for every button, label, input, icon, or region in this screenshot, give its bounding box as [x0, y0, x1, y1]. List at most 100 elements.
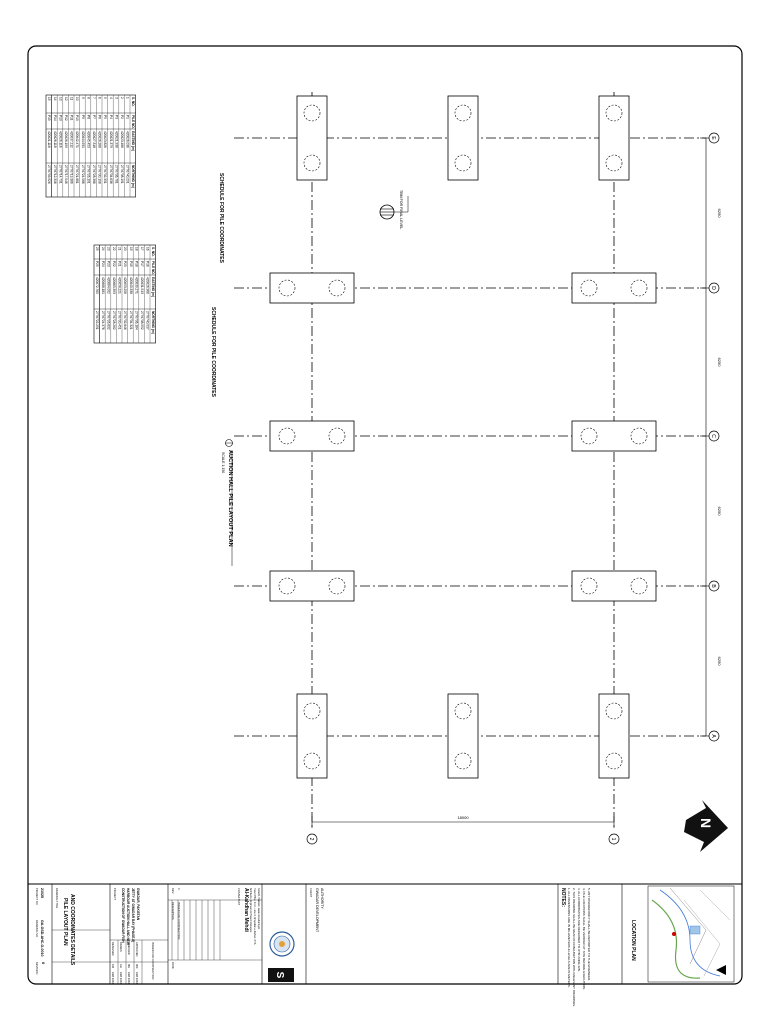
table-header-cell: NORTHING (m)	[131, 165, 135, 188]
svg-text:1: 1	[610, 838, 616, 841]
table-cell: P19	[129, 261, 133, 267]
table-cell: P5	[103, 115, 107, 119]
consultant-name: Al-Kahdhan Mehdi	[243, 888, 249, 932]
table-header-cell: NORTHING (m)	[151, 311, 155, 334]
table-cell: P20	[123, 261, 127, 267]
location-plan-map	[647, 885, 735, 983]
table-cell: 7	[92, 97, 96, 99]
note-item: 1. ALL DIMENSIONS ARE IN MILLIMETERS & L…	[567, 888, 571, 988]
pile-circle	[580, 427, 598, 445]
pile-circle	[454, 752, 472, 770]
table-cell: P22	[112, 261, 116, 267]
sign-row-initials: MM	[135, 964, 139, 968]
location-north-icon	[716, 965, 726, 975]
table-cell: 420639.271	[134, 277, 138, 294]
tbm-marker	[379, 196, 409, 220]
sign-row-role: CHECKED	[127, 942, 131, 955]
pile-circle	[278, 577, 296, 595]
north-arrow-icon: N	[684, 800, 728, 852]
pile-layout-plan: 6250 6250 6250 6250 18000 E D C B	[221, 92, 728, 852]
table-cell: 420642.471	[75, 131, 79, 148]
dim-ab: 6250	[717, 657, 722, 667]
plan-title-block	[225, 439, 233, 447]
grid-bubble-2: 2	[306, 833, 318, 845]
dim-bc: 6250	[717, 507, 722, 517]
table-cell: 2776712.316	[53, 165, 57, 184]
pile-cap	[447, 95, 479, 181]
consultant-logo-icon: S	[268, 968, 294, 982]
table-cell: 420660.393	[112, 277, 116, 294]
project-no-label: PROJECT NO.	[35, 888, 39, 906]
pile-cap	[269, 570, 355, 602]
project-name-line: JETTY AT GWADAR BAY (PHASE-II)	[131, 888, 135, 942]
table-cell: 22	[112, 247, 116, 251]
table-cell: 420672.760	[95, 277, 99, 294]
sign-row-date: FEB 2023	[135, 972, 139, 984]
drawing-title: PILE LAYOUT PLAN	[62, 898, 68, 946]
grid-bubble-d: D	[708, 282, 720, 294]
table-cell: 13	[58, 97, 62, 101]
consultant-line: Architects, Engineers & Project Managers	[249, 888, 252, 933]
table-cell: 420626.199	[64, 131, 68, 148]
table-header-cell: PILE NO.	[131, 115, 135, 129]
rev-header-rev: REV.	[171, 888, 175, 894]
table-cell: 15	[47, 97, 51, 101]
svg-text:B: B	[710, 584, 716, 588]
table-cell: 12	[64, 97, 68, 101]
grid-bubble-1: 1	[608, 833, 620, 845]
dim-cd: 6250	[717, 358, 722, 368]
grid-bubble-b: B	[708, 580, 720, 592]
pile-circle	[454, 702, 472, 720]
svg-text:D: D	[710, 286, 716, 290]
pile-circle	[328, 577, 346, 595]
note-item: 3. ALL COORDINATES ARE REFERRED TO UTM Z…	[577, 888, 581, 972]
table-cell: P14	[53, 115, 57, 121]
table-cell: 2776726.191	[86, 165, 90, 184]
table-cell: 3	[114, 97, 118, 99]
sign-row-initials: KM	[111, 964, 115, 968]
table-cell: 2776732.331	[103, 165, 107, 184]
client-label: CLIENT	[309, 888, 313, 898]
table-cell: P11	[70, 115, 74, 121]
table-cell: 2776730.451	[118, 311, 122, 330]
table-cell: 420664.002	[106, 277, 110, 294]
table-cell: 420626.118	[53, 131, 57, 148]
table-cell: 420658.221	[118, 277, 122, 294]
pile-cap	[571, 272, 657, 304]
grid-bubble-a: A	[708, 730, 720, 742]
table-cell: P7	[92, 115, 96, 119]
pile-circle	[328, 279, 346, 297]
consultant-line: Head Office: 14-C, Lane 3, Khayaban-e-It…	[253, 888, 256, 945]
drawing-title-line2: AND COORDINATES DETAILS	[69, 894, 75, 966]
table-cell: 11	[70, 97, 74, 101]
notes-heading: NOTES:	[560, 888, 566, 907]
pile-circle	[303, 702, 321, 720]
table-cell: 420637.212	[70, 131, 74, 148]
project-label: PROJECT	[113, 888, 117, 901]
table-cell: 420645.453	[86, 131, 90, 148]
drawing-no-label: DRAWING NO.	[35, 920, 39, 938]
project-no: 21025	[40, 888, 44, 898]
project-name-line: HARBOUR AUCTION HALL AND NEW	[126, 888, 130, 945]
table-cell: 420621.379	[109, 131, 113, 148]
table-cell: 24	[101, 247, 105, 251]
drawing-no: GA-GSD-AHC-G-0010	[40, 920, 44, 957]
table-cell: P15	[47, 115, 51, 121]
svg-text:C: C	[710, 434, 716, 438]
svg-text:N: N	[698, 818, 714, 828]
pile-circle	[630, 427, 648, 445]
table-cell: 23	[106, 247, 110, 251]
table-cell: 6	[98, 97, 102, 99]
table-cell: 2776734.636	[109, 165, 113, 184]
pile-cap	[571, 570, 657, 602]
plan-scale: SCALE 1:150	[221, 452, 225, 473]
title-block	[28, 883, 742, 984]
pile-schedule-table-2: S. NO.PILE NO.EASTING (m)NORTHING (m)16P…	[93, 244, 156, 344]
tbm-label: TBM FOR FINAL LEVEL	[399, 190, 403, 229]
table-cell: 2776717.046	[64, 165, 68, 184]
rev-header-date: DATE	[171, 962, 175, 969]
schedule2-title: SCHEDULE FOR PILE COORDINATES	[210, 307, 216, 398]
pile-circle	[605, 702, 623, 720]
table-cell: P6	[98, 115, 102, 119]
